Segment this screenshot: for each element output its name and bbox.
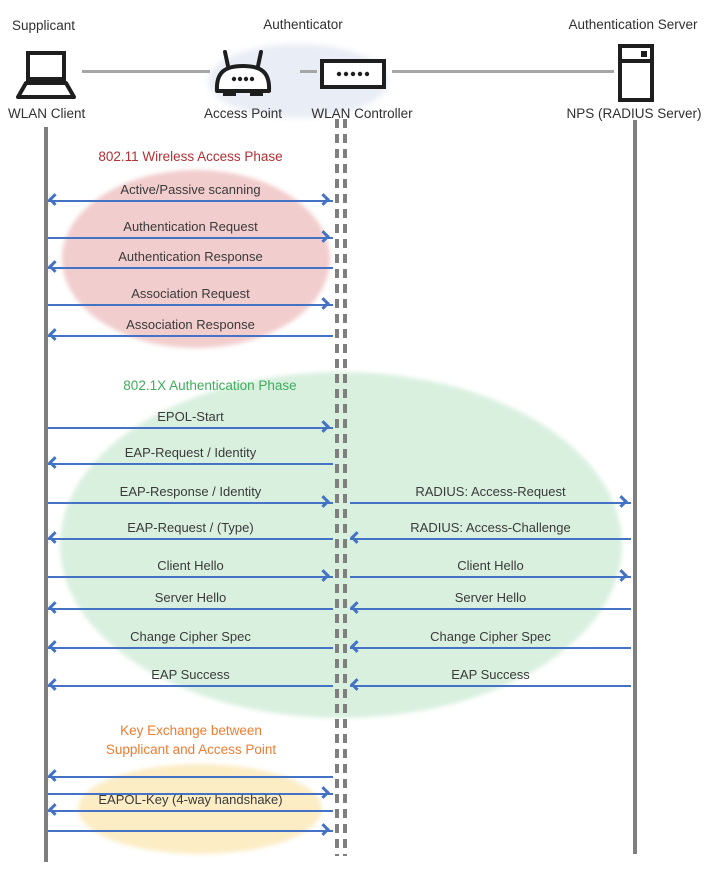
phase-title-key-exchange-line2: Supplicant and Access Point [105, 742, 277, 757]
message-label: EAP-Response / Identity [119, 484, 262, 499]
message-arrow-line [48, 304, 333, 306]
message-label: RADIUS: Access-Request [415, 484, 566, 499]
server-icon [618, 44, 654, 102]
message-label: EPOL-Start [157, 409, 224, 424]
authenticator-lifeline-dashed [343, 119, 347, 856]
message-arrow-line [350, 685, 631, 687]
message-arrow-line [350, 647, 631, 649]
arrowhead-left [48, 769, 61, 782]
message-arrow-line [350, 576, 631, 578]
message-arrow-line [48, 335, 333, 337]
connector-line [82, 70, 210, 73]
message-label: Authentication Response [118, 249, 263, 264]
message-arrow-line [48, 830, 333, 832]
authentication-server-lifeline [633, 120, 637, 854]
message-label: Server Hello [154, 590, 227, 605]
supplicant-role-label: Supplicant [12, 18, 76, 33]
message-arrow-line [48, 685, 333, 687]
message-arrow-line [48, 608, 333, 610]
wlan-controller-icon [320, 59, 386, 89]
arrowhead-right [317, 823, 330, 836]
message-arrow-line [48, 576, 333, 578]
message-arrow-line [48, 810, 333, 812]
message-label: EAP-Request / Identity [124, 445, 257, 460]
message-arrow-line [48, 200, 333, 202]
message-arrow-line [48, 427, 333, 429]
message-arrow-line [48, 267, 333, 269]
message-label: Server Hello [454, 590, 527, 605]
message-arrow-line [350, 538, 631, 540]
phase-80211-ellipse [62, 170, 330, 348]
nps-radius-server-label: NPS (RADIUS Server) [566, 106, 702, 121]
authentication-server-role-label: Authentication Server [568, 17, 698, 32]
message-arrow-line [350, 608, 631, 610]
authenticator-role-label: Authenticator [263, 17, 343, 32]
access-point-icon [214, 50, 272, 96]
message-label: RADIUS: Access-Challenge [410, 520, 571, 535]
message-arrow-line [48, 502, 333, 504]
phase-8021x-ellipse [60, 372, 622, 718]
message-label: Client Hello [457, 558, 524, 573]
phase-title-key-exchange-line1: Key Exchange between [120, 723, 262, 738]
message-label: Client Hello [157, 558, 224, 573]
message-label: EAPOL-Key (4-way handshake) [98, 792, 283, 807]
message-label: EAP Success [151, 667, 230, 682]
phase-key-exchange-ellipse [78, 764, 322, 854]
laptop-icon [16, 51, 76, 99]
message-arrow-line [48, 538, 333, 540]
connector-line [300, 70, 317, 73]
message-arrow-line [48, 647, 333, 649]
message-arrow-line [48, 793, 333, 795]
connector-line [392, 70, 614, 73]
message-label: EAP-Request / (Type) [127, 520, 254, 535]
wlan-client-label: WLAN Client [8, 106, 86, 121]
authenticator-lifeline-dashed [335, 119, 339, 856]
supplicant-lifeline [44, 127, 48, 862]
message-label: Authentication Request [123, 219, 258, 234]
message-arrow-line [48, 463, 333, 465]
message-arrow-line [48, 237, 333, 239]
message-label: Change Cipher Spec [130, 629, 251, 644]
access-point-label: Access Point [203, 106, 283, 121]
message-arrow-line [48, 776, 333, 778]
message-label: Association Request [131, 286, 250, 301]
phase-title-8021x-authentication: 802.1X Authentication Phase [123, 378, 297, 393]
wlan-controller-label: WLAN Controller [311, 106, 413, 121]
message-arrow-line [350, 502, 631, 504]
phase-title-key-exchange: Key Exchange between Supplicant and Acce… [60, 721, 322, 759]
phase-title-80211-wireless-access: 802.11 Wireless Access Phase [98, 149, 283, 164]
message-label: Change Cipher Spec [430, 629, 551, 644]
message-label: Active/Passive scanning [120, 182, 261, 197]
message-label: Association Response [126, 317, 255, 332]
message-label: EAP Success [451, 667, 530, 682]
